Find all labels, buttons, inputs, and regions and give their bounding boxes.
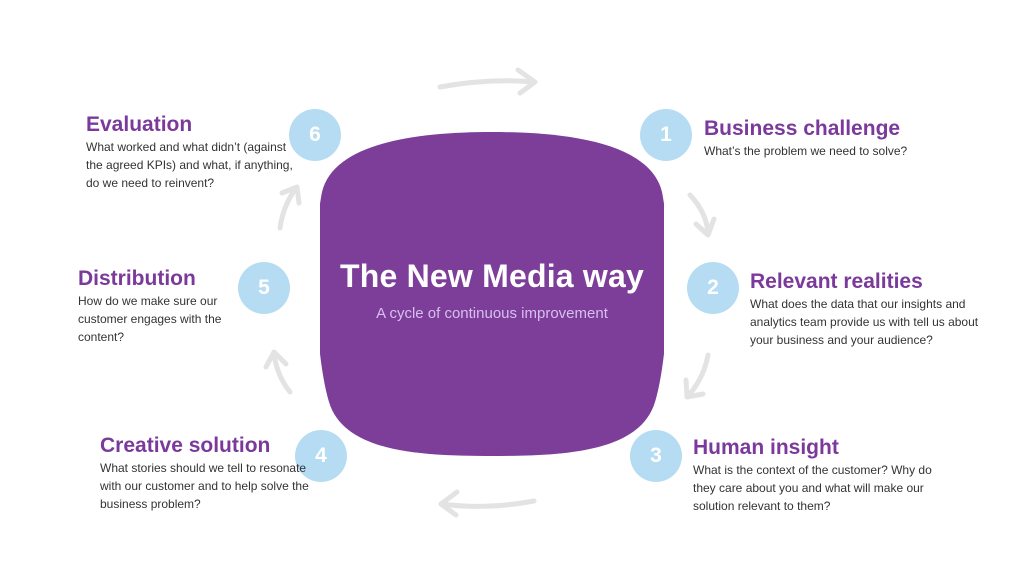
step-3-title: Human insight <box>693 436 839 459</box>
step-5-number-circle: 5 <box>238 262 290 314</box>
step-2-number-circle: 2 <box>687 262 739 314</box>
arrow-5-to-6 <box>277 184 302 231</box>
step-2-description: What does the data that our insights and… <box>750 297 979 347</box>
step-6-number-circle: 6 <box>289 109 341 161</box>
step-6-title: Evaluation <box>86 113 193 136</box>
step-4-description: What stories should we tell to resonate … <box>100 461 309 511</box>
arrow-6-to-1 <box>437 67 538 96</box>
step-5-title: Distribution <box>78 267 196 290</box>
step-1-description: What’s the problem we need to solve? <box>704 144 908 158</box>
arrow-1-to-2 <box>687 192 717 238</box>
arrow-2-to-3 <box>683 352 711 400</box>
step-1-title: Business challenge <box>704 117 901 140</box>
step-4-number-circle: 4 <box>295 430 347 482</box>
center-subtitle: A cycle of continuous improvement <box>376 305 608 322</box>
step-6-description: What worked and what didn’t (against the… <box>86 140 293 190</box>
arrow-3-to-4 <box>438 489 537 518</box>
step-2-title: Relevant realities <box>750 270 923 293</box>
step-3-number-circle: 3 <box>630 430 682 482</box>
step-4-title: Creative solution <box>100 434 271 457</box>
arrow-4-to-5 <box>263 349 293 395</box>
step-1-number-circle: 1 <box>640 109 692 161</box>
center-blob <box>320 122 664 466</box>
step-5-description: How do we make sure our customer engages… <box>78 294 222 344</box>
step-3-description: What is the context of the customer? Why… <box>693 463 932 513</box>
center-title: The New Media way <box>340 258 644 294</box>
